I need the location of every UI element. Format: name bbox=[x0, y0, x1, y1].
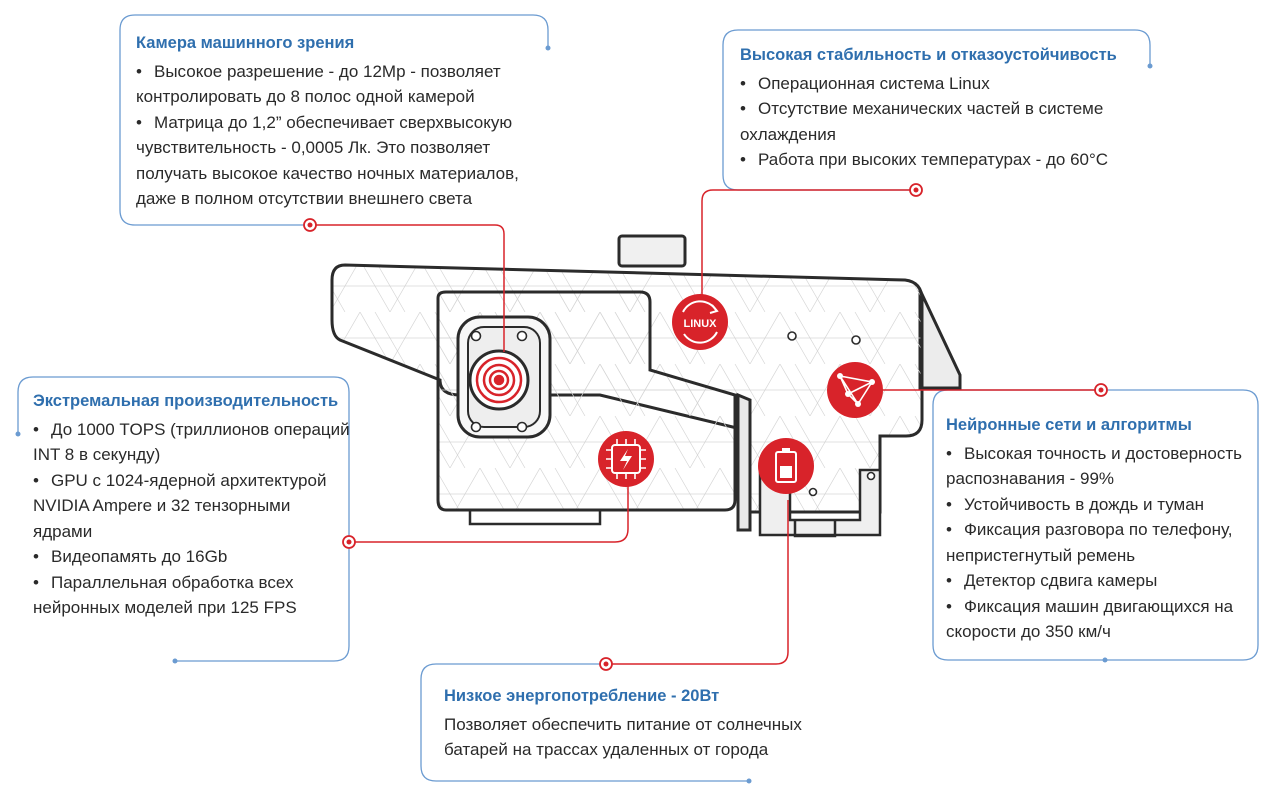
frame-camera bbox=[119, 14, 549, 226]
linux-refresh-icon: LINUX bbox=[672, 294, 728, 350]
list-item: •Параллельная обработка всех нейронных м… bbox=[33, 572, 297, 618]
frame-end-dot bbox=[746, 778, 752, 784]
list-item: •Матрица до 1,2” обеспечивает сверхвысок… bbox=[136, 112, 519, 209]
callout-neural: Нейронные сети и алгоритмы •Высокая точн… bbox=[946, 413, 1266, 645]
processor-chip-icon bbox=[598, 431, 654, 487]
list-item: •Операционная система Linux bbox=[740, 73, 990, 93]
list-item: •До 1000 TOPS (триллионов операций INT 8… bbox=[33, 419, 350, 465]
frame-power bbox=[420, 663, 749, 782]
callout-title: Камера машинного зрения bbox=[136, 34, 355, 52]
svg-text:LINUX: LINUX bbox=[684, 318, 718, 330]
frame-perf bbox=[17, 376, 350, 662]
callout-title: Высокая стабильность и отказоустойчивост… bbox=[740, 46, 1117, 64]
callout-performance: Экстремальная производительность •До 100… bbox=[33, 389, 351, 621]
neural-network-icon bbox=[827, 362, 883, 418]
list-item: •Фиксация разговора по телефону, неприст… bbox=[946, 520, 1233, 565]
frame-end-dot bbox=[1147, 63, 1153, 69]
frame-end-dot bbox=[1102, 657, 1108, 663]
connector-power bbox=[606, 500, 789, 665]
callout-title: Нейронные сети и алгоритмы bbox=[946, 416, 1192, 434]
list-item: •GPU с 1024-ядерной архитектурой NVIDIA … bbox=[33, 470, 327, 541]
callout-stability: Высокая стабильность и отказоустойчивост… bbox=[740, 43, 1140, 173]
callout-camera: Камера машинного зрения •Высокое разреше… bbox=[136, 31, 556, 212]
screw-set bbox=[470, 330, 876, 497]
connector-camera bbox=[310, 224, 505, 352]
callout-text: Позволяет обеспечить питание от солнечны… bbox=[444, 714, 802, 760]
frame-end-dot bbox=[172, 658, 178, 664]
list-item: •Высокая точность и достоверность распоз… bbox=[946, 443, 1243, 489]
list-item: •Устойчивость в дождь и туман bbox=[946, 494, 1205, 514]
list-item: •Высокое разрешение - до 12Mp - позволяе… bbox=[136, 61, 501, 107]
frame-end-dot bbox=[545, 45, 551, 51]
connector-stability bbox=[701, 189, 916, 297]
list-item: •Отсутствие механических частей в систем… bbox=[740, 99, 1104, 144]
frame-end-dot bbox=[15, 431, 21, 437]
connector-perf bbox=[349, 480, 629, 543]
list-item: •Фиксация машин двигающихся на скорости … bbox=[946, 596, 1234, 642]
battery-icon bbox=[758, 438, 814, 494]
callout-power: Низкое энергопотребление - 20Вт Позволяе… bbox=[444, 684, 844, 763]
list-item: •Работа при высоких температурах - до 60… bbox=[740, 150, 1109, 169]
callout-title: Экстремальная производительность bbox=[33, 392, 339, 410]
list-item: •Видеопамять до 16Gb bbox=[33, 547, 228, 566]
callout-title: Низкое энергопотребление - 20Вт bbox=[444, 687, 720, 705]
camera-lens-icon bbox=[468, 349, 530, 411]
frame-stability bbox=[722, 29, 1151, 191]
list-item: •Детектор сдвига камеры bbox=[946, 571, 1158, 590]
